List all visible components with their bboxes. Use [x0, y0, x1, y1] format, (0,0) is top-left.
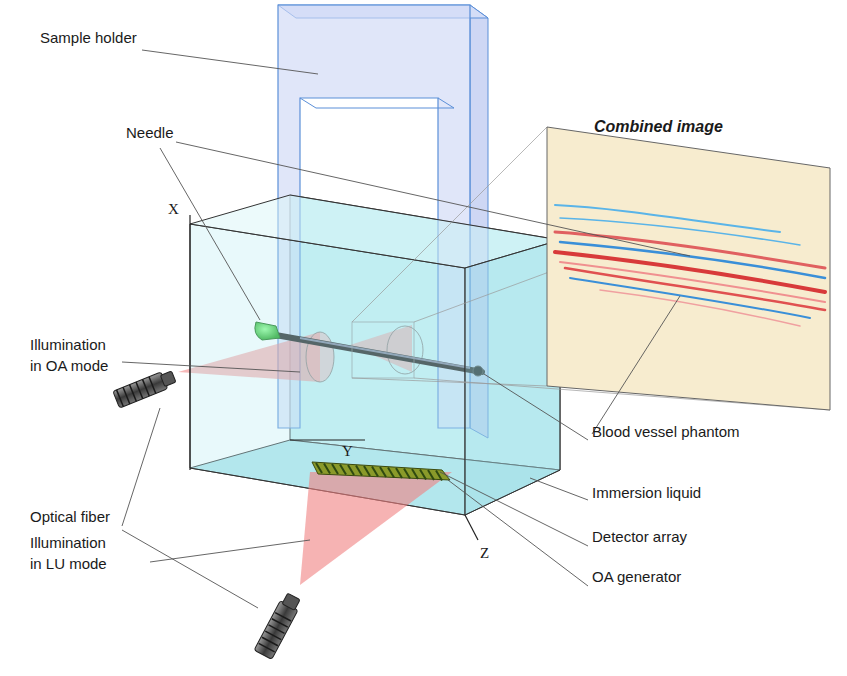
fiber-rib	[272, 619, 288, 627]
immersion-tank	[190, 195, 560, 515]
fiber-rib	[117, 390, 124, 407]
detector-element	[420, 470, 426, 480]
detector-element	[380, 467, 386, 477]
detector-element	[332, 464, 338, 474]
oa-generator-plate	[312, 462, 450, 480]
detector-element	[356, 466, 362, 476]
detector-element	[372, 467, 378, 477]
detector-element	[396, 468, 402, 478]
x-axis	[189, 215, 190, 470]
detector-element	[436, 471, 442, 481]
image-heading: Combined image	[594, 116, 723, 137]
fiber-rib	[275, 613, 291, 621]
image-panel	[547, 127, 830, 410]
part-label: Blood vessel phantom	[592, 421, 740, 442]
z-axis	[465, 515, 478, 540]
part-label: Needle	[126, 122, 174, 143]
fiber-rib	[265, 631, 281, 639]
part-label: Immersion liquid	[592, 482, 701, 503]
part-label: Detector array	[592, 526, 687, 547]
part-label: Illumination in LU mode	[30, 532, 118, 574]
detector-element	[364, 466, 370, 476]
fiber-rib	[269, 625, 285, 633]
detector-element	[388, 468, 394, 478]
detector-element	[412, 469, 418, 479]
lu-fiber	[254, 592, 303, 660]
part-label: Illumination in OA mode	[30, 334, 118, 376]
y-axis	[290, 439, 365, 440]
axis-label: Y	[342, 441, 353, 462]
lu-illumination	[254, 462, 452, 659]
detector-element	[316, 463, 322, 473]
axis-label: Z	[480, 543, 489, 564]
lu-beam	[300, 472, 452, 585]
combined-image-panel	[352, 127, 830, 410]
fiber-rib	[262, 637, 278, 645]
fiber-rib	[143, 379, 150, 396]
part-label: Sample holder	[40, 27, 137, 48]
tank-front-face	[190, 224, 465, 515]
axis-label: X	[168, 199, 179, 220]
part-label: OA generator	[592, 566, 681, 587]
tank-side	[465, 240, 560, 515]
part-label: Optical fiber	[30, 506, 110, 527]
image-stripes	[555, 205, 825, 326]
holder-inner-edge	[300, 98, 454, 108]
fiber-rib	[136, 382, 143, 399]
fiber-rib	[149, 377, 156, 394]
detector-element	[348, 465, 354, 475]
fiber-rib	[123, 387, 130, 404]
fiber-rib	[130, 385, 137, 402]
detector-element	[404, 469, 410, 479]
oa-fiber	[113, 368, 177, 408]
detector-element	[340, 465, 346, 475]
detector-element	[324, 464, 330, 474]
detector-element	[428, 470, 434, 480]
fiber-rib	[259, 643, 275, 651]
